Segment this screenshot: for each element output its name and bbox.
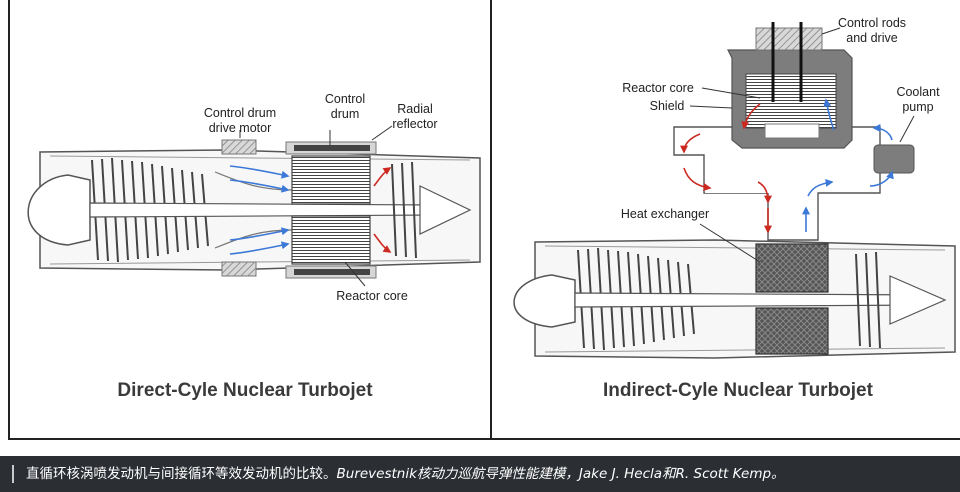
- nose-cone-right: [513, 274, 576, 328]
- diagram-canvas: Control drum drive motor Control drum Ra…: [8, 0, 960, 440]
- cold-coolant-arrows: [802, 98, 894, 232]
- label-coolant-pump-2: pump: [902, 100, 933, 114]
- label-reactor-core-left: Reactor core: [336, 289, 408, 303]
- control-rod-drive: [755, 27, 823, 51]
- control-drum-motor-bottom: [221, 261, 257, 277]
- label-control-drum-motor-1: Control drum: [204, 106, 276, 120]
- hot-flow-arrows: [373, 167, 392, 253]
- control-drum-motor-top: [221, 139, 257, 155]
- indirect-cycle-engine: Control rods and drive Reactor core Shie…: [513, 16, 956, 401]
- direct-cycle-engine: Control drum drive motor Control drum Ra…: [27, 92, 481, 401]
- reactor-core-bottom: [291, 215, 371, 265]
- turbine-blades-right: [855, 251, 881, 349]
- reactor-core-right: [745, 73, 837, 129]
- turbine-blades: [391, 161, 417, 259]
- right-panel-title: Indirect-Cyle Nuclear Turbojet: [603, 380, 874, 401]
- exhaust-cone-right: [889, 275, 947, 325]
- label-control-drum-2: drum: [331, 107, 359, 121]
- label-shield: Shield: [650, 99, 685, 113]
- label-radial-reflector-2: reflector: [392, 117, 437, 131]
- caption-part-2: Burevestnik核动力巡航导弹性能建模，Jake J. Hecla和R. …: [336, 466, 785, 482]
- heat-exchanger-bottom: [755, 307, 829, 355]
- engine-shaft-right: [574, 292, 931, 308]
- nose-cone: [27, 174, 91, 246]
- exhaust-cone: [419, 185, 472, 235]
- label-coolant-pump-1: Coolant: [896, 85, 940, 99]
- label-radial-reflector-1: Radial: [397, 102, 432, 116]
- caption-part-1: 直循环核涡喷发动机与间接循环等效发动机的比较。: [26, 466, 337, 482]
- cold-flow-arrows: [229, 165, 290, 255]
- label-control-drum-1: Control: [325, 92, 365, 106]
- label-control-rods-1: Control rods: [838, 16, 906, 30]
- caption-bar: 直循环核涡喷发动机与间接循环等效发动机的比较。Burevestnik核动力巡航导…: [0, 456, 960, 492]
- label-reactor-core-right: Reactor core: [622, 81, 694, 95]
- control-drum-top: [294, 145, 370, 151]
- heat-exchanger-top: [755, 243, 829, 293]
- left-panel-title: Direct-Cyle Nuclear Turbojet: [117, 380, 373, 401]
- caption-accent-bar: [12, 465, 14, 483]
- control-drum-bottom: [294, 269, 370, 275]
- coolant-pump: [873, 144, 915, 174]
- engine-shaft: [89, 202, 441, 218]
- label-control-rods-2: and drive: [846, 31, 897, 45]
- comparison-figure: Control drum drive motor Control drum Ra…: [8, 0, 960, 440]
- hot-coolant-arrows: [680, 103, 772, 234]
- label-control-drum-motor-2: drive motor: [209, 121, 272, 135]
- reactor-core-top: [291, 155, 371, 205]
- figure-caption: 直循环核涡喷发动机与间接循环等效发动机的比较。Burevestnik核动力巡航导…: [26, 456, 785, 492]
- label-heat-exchanger: Heat exchanger: [621, 207, 709, 221]
